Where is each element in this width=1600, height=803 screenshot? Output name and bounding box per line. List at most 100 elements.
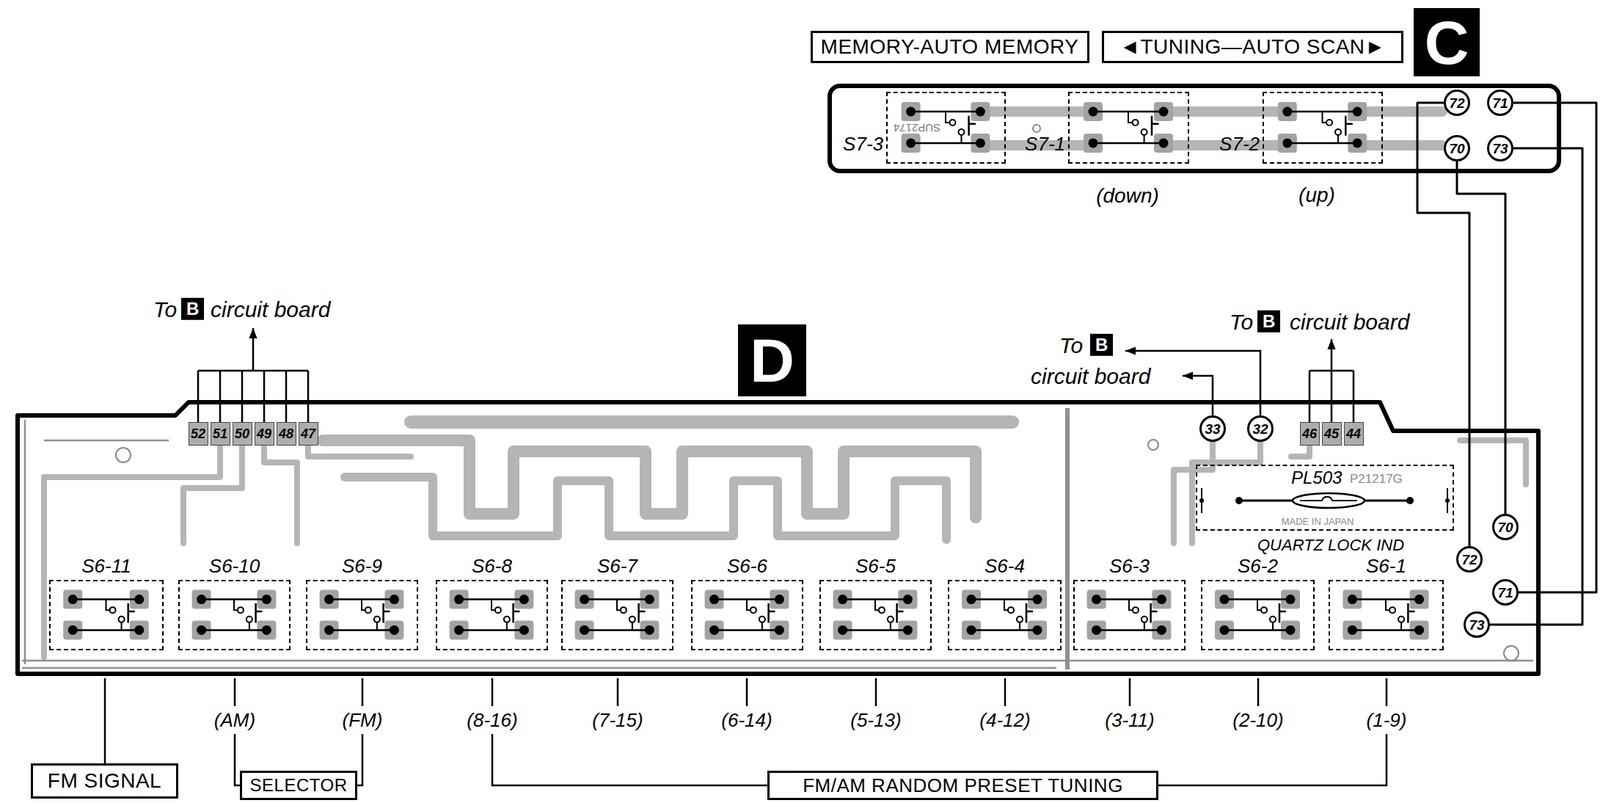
switch-symbol: [820, 581, 930, 648]
switch-ref: S7-3: [842, 134, 884, 154]
board-outline-part: [829, 85, 1559, 171]
switch-ref-holder: S6-6: [692, 556, 802, 576]
leader-line-part: [104, 677, 107, 763]
switch-symbol-part: [1352, 137, 1363, 148]
switch-symbol-part: [837, 625, 848, 635]
switch-symbol-part: [1132, 119, 1139, 126]
connector-pin: 46: [1299, 421, 1320, 446]
pin-number: 46: [1302, 426, 1317, 441]
switch-symbol-part: [1282, 137, 1292, 148]
part-number: P21217G: [1349, 472, 1403, 485]
switch-symbol-part: [969, 115, 976, 136]
push-switch: S6-1: [1328, 579, 1444, 650]
switch-symbol-part: [72, 599, 140, 631]
switch-symbol-part: [579, 594, 590, 604]
copper-trace: [44, 111, 1526, 657]
switch-symbol-part: [1016, 616, 1023, 623]
label-holder: To: [1229, 309, 1254, 334]
label-holder: (AM): [214, 709, 256, 731]
mounting-hole: [115, 124, 1519, 661]
switch-ref-holder: S6-10: [179, 556, 290, 576]
switch-ref-holder: S6-4: [949, 556, 1061, 576]
switch-symbol: [1264, 93, 1381, 162]
switch-symbol-part: [1088, 107, 1099, 117]
connector-pad: 70: [1492, 513, 1519, 540]
push-switch: S7-1: [1068, 91, 1190, 164]
destination-label: To: [153, 297, 177, 322]
switch-symbol-part: [196, 594, 207, 604]
board-tag: B: [181, 297, 204, 320]
push-switch: S6-2: [1200, 579, 1315, 650]
switch-position-label: (up): [1298, 184, 1336, 207]
switch-symbol-part: [1257, 599, 1273, 631]
label-holder: (5-13): [850, 709, 901, 731]
destination-label: circuit board: [1030, 363, 1151, 389]
label-holder: circuit board: [1289, 309, 1410, 334]
preset-label: (1-9): [1366, 709, 1408, 731]
switch-symbol-part: [1347, 625, 1358, 635]
label-holder: B: [1257, 310, 1281, 333]
function-label: (FM): [342, 709, 383, 731]
label-holder: (6-14): [721, 709, 772, 731]
switch-symbol-part: [1279, 603, 1287, 623]
switch-ref: S7-2: [1219, 134, 1260, 154]
switch-symbol-part: [949, 119, 956, 126]
switch-symbol-part: [1007, 606, 1014, 613]
label-holder: (7-15): [592, 709, 643, 731]
switch-symbol-part: [887, 616, 894, 623]
connector-pad: 32: [1247, 415, 1274, 442]
switch-ref: S6-9: [341, 556, 383, 576]
switch-symbol-part: [1287, 111, 1358, 144]
box-label: MEMORY-AUTO MEMORY: [820, 35, 1080, 59]
pin-number: 49: [256, 426, 272, 441]
switch-symbol-part: [1286, 594, 1296, 604]
pad-number: 72: [1448, 96, 1465, 111]
switch-symbol-part: [709, 625, 719, 635]
connector-pin: 47: [298, 421, 319, 446]
board-marking: MADE IN JAPAN: [1281, 516, 1355, 526]
label-box: FM/AM RANDOM PRESET TUNING: [767, 770, 1159, 800]
mounting-hole-part: [1503, 645, 1519, 661]
leader-line-part: [252, 327, 255, 371]
switch-symbol-part: [491, 599, 507, 631]
label-holder: To: [153, 297, 177, 322]
switch-symbol-part: [1032, 625, 1043, 635]
switch-ref-holder: S6-1: [1330, 556, 1443, 576]
switch-symbol-part: [971, 599, 1038, 631]
lamp-caption: QUARTZ LOCK IND: [1257, 537, 1405, 554]
label-holder: circuit board: [1030, 363, 1151, 389]
switch-ref: S6-7: [597, 556, 638, 576]
board-letter: D: [749, 329, 795, 392]
label-holder: (3-11): [1104, 709, 1154, 731]
switch-ref-holder: S6-7: [562, 556, 672, 576]
box-label: SELECTOR: [250, 774, 348, 796]
switch-symbol-part: [513, 603, 521, 623]
pin-number: 48: [278, 426, 294, 441]
switch-symbol: [1202, 581, 1313, 648]
switch-symbol-part: [906, 137, 916, 148]
board-marking: SUP2174: [893, 121, 941, 135]
switch-symbol-part: [878, 606, 885, 613]
label-holder: (4-12): [979, 709, 1030, 731]
switch-symbol-part: [644, 625, 655, 635]
pin-number: 44: [1346, 426, 1361, 441]
push-switch: S6-9: [305, 579, 419, 650]
switch-symbol-part: [958, 129, 964, 135]
board-tag: B: [1090, 333, 1113, 356]
leader-line-part: [198, 370, 309, 422]
switch-symbol-part: [68, 594, 78, 604]
lamp-text-holder: PL503: [1291, 468, 1342, 487]
switch-symbol-part: [1151, 603, 1158, 623]
switch-symbol-part: [1128, 111, 1145, 144]
switch-symbol-part: [1091, 594, 1102, 604]
switch-symbol-part: [1156, 625, 1167, 635]
connector-pin: 49: [254, 421, 275, 446]
switch-symbol-part: [897, 603, 904, 623]
label-box: MEMORY-AUTO MEMORY: [810, 30, 1090, 64]
label-holder: (8-16): [466, 709, 518, 731]
switch-ref: S6-8: [471, 556, 513, 576]
connector-pad: 33: [1199, 415, 1226, 442]
lamp-text-holder: QUARTZ LOCK IND: [1257, 537, 1405, 554]
switch-symbol-part: [1129, 599, 1145, 631]
switch-ref: S6-11: [81, 556, 131, 576]
